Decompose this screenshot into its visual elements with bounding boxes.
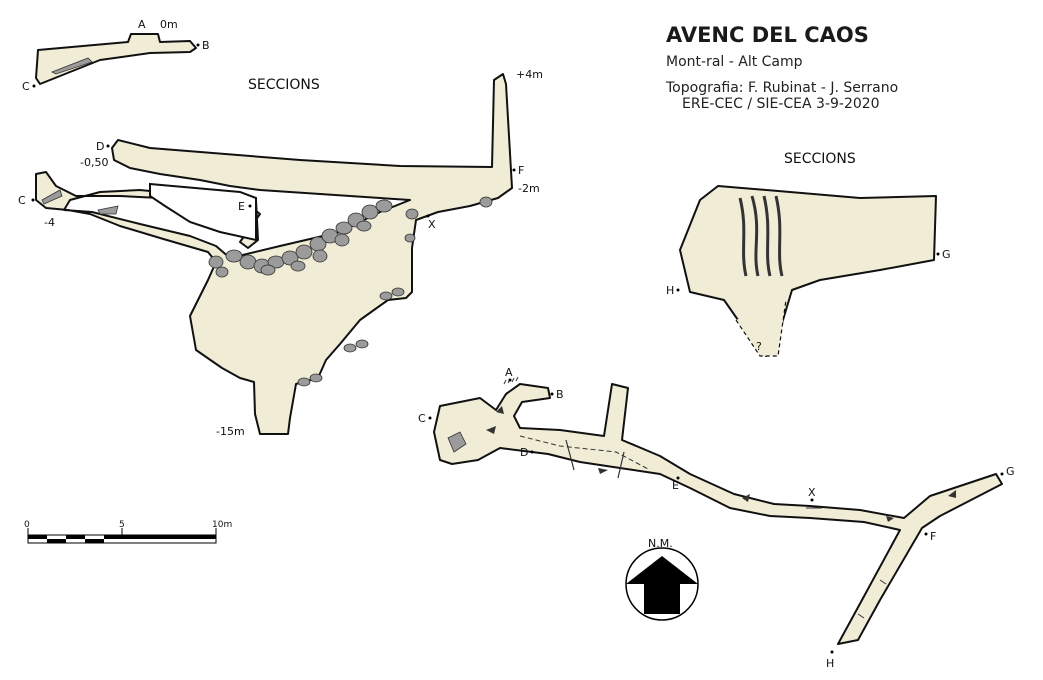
long-section-rock-c2 [97, 205, 119, 215]
sections-label-left: SECCIONS [248, 77, 320, 93]
depth-c: -4 [44, 216, 55, 229]
depth-bottom: -15m [216, 425, 245, 438]
north-label: N.M. [648, 537, 673, 550]
long-section-void [149, 182, 257, 242]
sections-label-right: SECCIONS [784, 151, 856, 167]
map-location: Mont-ral - Alt Camp [666, 54, 803, 70]
plan-segment-2 [617, 451, 625, 479]
station-c-top: C [22, 80, 30, 93]
station-b-top: B [202, 39, 210, 52]
section-abc [35, 33, 197, 85]
station-a-top: A [138, 18, 146, 31]
long-section-rock-c [41, 189, 63, 205]
plan-segment-1 [565, 439, 575, 471]
scale-tick-0: 0 [24, 520, 30, 530]
station-f-plan: F [930, 530, 936, 543]
plan-ticks [503, 376, 887, 619]
station-f-long: F [518, 164, 524, 177]
station-d-plan: D [520, 446, 528, 459]
station-x-plan: X [808, 486, 816, 499]
station-dots [31, 43, 1004, 654]
station-h-cross: H [666, 284, 674, 297]
cross-section-marks [738, 195, 784, 277]
plan-arrows [486, 406, 956, 522]
plan-dashed [519, 435, 651, 471]
station-c-long: C [18, 194, 26, 207]
depth-f: -2m [518, 182, 540, 195]
scale-tick-5: 5 [119, 520, 125, 530]
cross-section-unknown [735, 299, 787, 357]
station-x-long: X [428, 218, 436, 231]
station-a-plan: A [505, 366, 513, 379]
scale-tick-10: 10m [212, 520, 232, 530]
plan-rock [447, 431, 467, 453]
station-d-long: D [96, 140, 104, 153]
long-section [35, 73, 513, 435]
station-h-plan: H [826, 657, 834, 670]
depth-d: -0,50 [80, 156, 108, 169]
cross-section-gh [679, 185, 937, 357]
map-credits: Topografia: F. Rubinat - J. Serrano [665, 80, 898, 96]
plan-view [433, 383, 1003, 645]
unknown-mark: ? [756, 340, 762, 353]
depth-a: 0m [160, 18, 178, 31]
station-e-long: E [238, 200, 245, 213]
station-c-plan: C [418, 412, 426, 425]
station-g-cross: G [942, 248, 951, 261]
scale-bar: 0 5 10m [24, 520, 232, 544]
rubble-chain [208, 196, 493, 387]
station-b-plan: B [556, 388, 564, 401]
north-arrow-icon [625, 547, 699, 621]
depth-top: +4m [516, 68, 543, 81]
map-title: AVENC DEL CAOS [666, 23, 869, 47]
station-e-plan: E [672, 479, 679, 492]
section-abc-rock [51, 57, 93, 75]
map-credits-2: ERE-CEC / SIE-CEA 3-9-2020 [682, 96, 880, 112]
station-g-plan: G [1006, 465, 1015, 478]
